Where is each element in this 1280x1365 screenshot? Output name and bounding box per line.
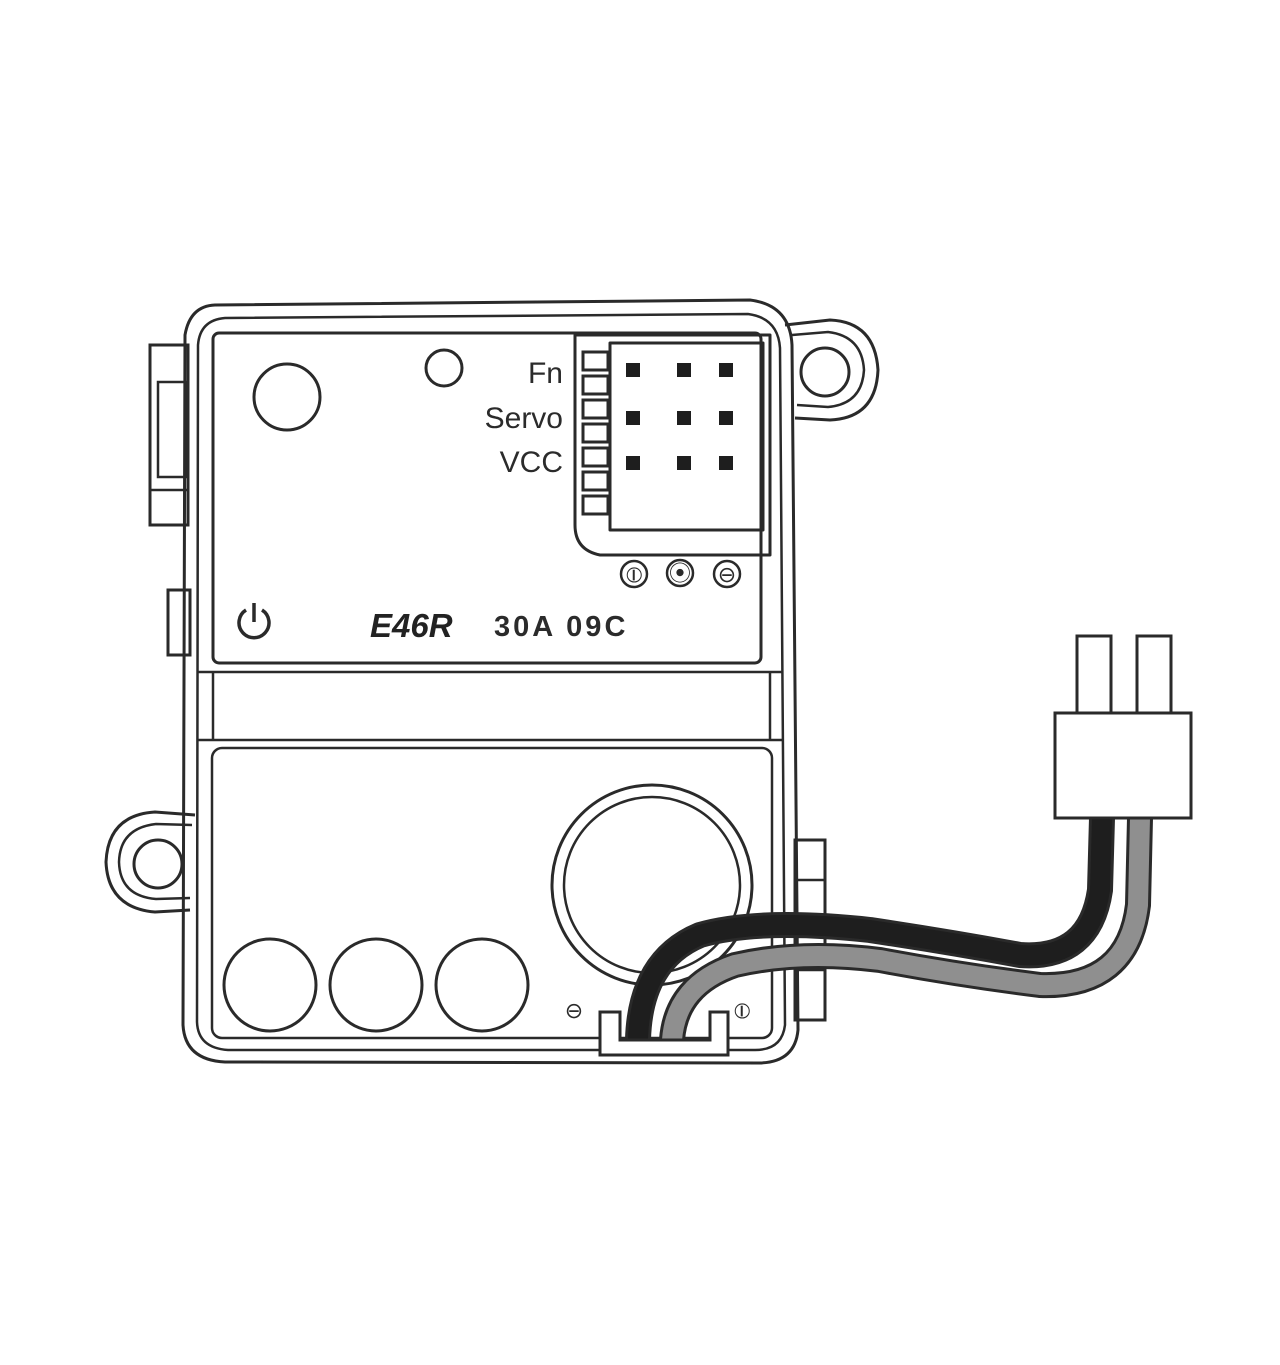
bottom-button-1 <box>222 937 318 1033</box>
mounting-ear-top-right <box>784 318 880 422</box>
power-wires <box>625 805 1153 1053</box>
wire-mark-right: ⦶ <box>734 998 750 1023</box>
label-panel <box>211 331 763 665</box>
bottom-button-2 <box>328 937 424 1033</box>
bottom-button-3 <box>434 937 530 1033</box>
housing-inner <box>195 312 787 1052</box>
led-mark-3: ⊖ <box>718 562 736 587</box>
led-mark-1: ⦶ <box>626 562 642 587</box>
wire-mark-left: ⊖ <box>565 998 583 1023</box>
plug-connector <box>1053 634 1193 820</box>
power-icon <box>237 603 271 640</box>
setup-button <box>252 362 322 432</box>
lower-chamber <box>210 746 774 1040</box>
rating-label: 30A 09C <box>494 611 628 643</box>
black-wire <box>628 808 1112 1050</box>
pin-tabs <box>581 350 610 516</box>
pin-label-servo: Servo <box>485 402 563 435</box>
housing-outer <box>181 298 800 1065</box>
pin-label-vcc: VCC <box>500 446 563 479</box>
pin-grid <box>626 363 733 470</box>
led-mark-2: ⦿ <box>669 561 691 586</box>
wire-clamp <box>598 1010 730 1057</box>
status-led <box>424 348 464 388</box>
pin-header <box>573 333 772 557</box>
pin-label-fn: Fn <box>528 357 563 390</box>
model-label: E46R <box>370 607 453 644</box>
side-tabs-left <box>148 343 192 657</box>
gray-wire <box>662 808 1150 1050</box>
mounting-ear-bottom-left <box>104 810 196 914</box>
